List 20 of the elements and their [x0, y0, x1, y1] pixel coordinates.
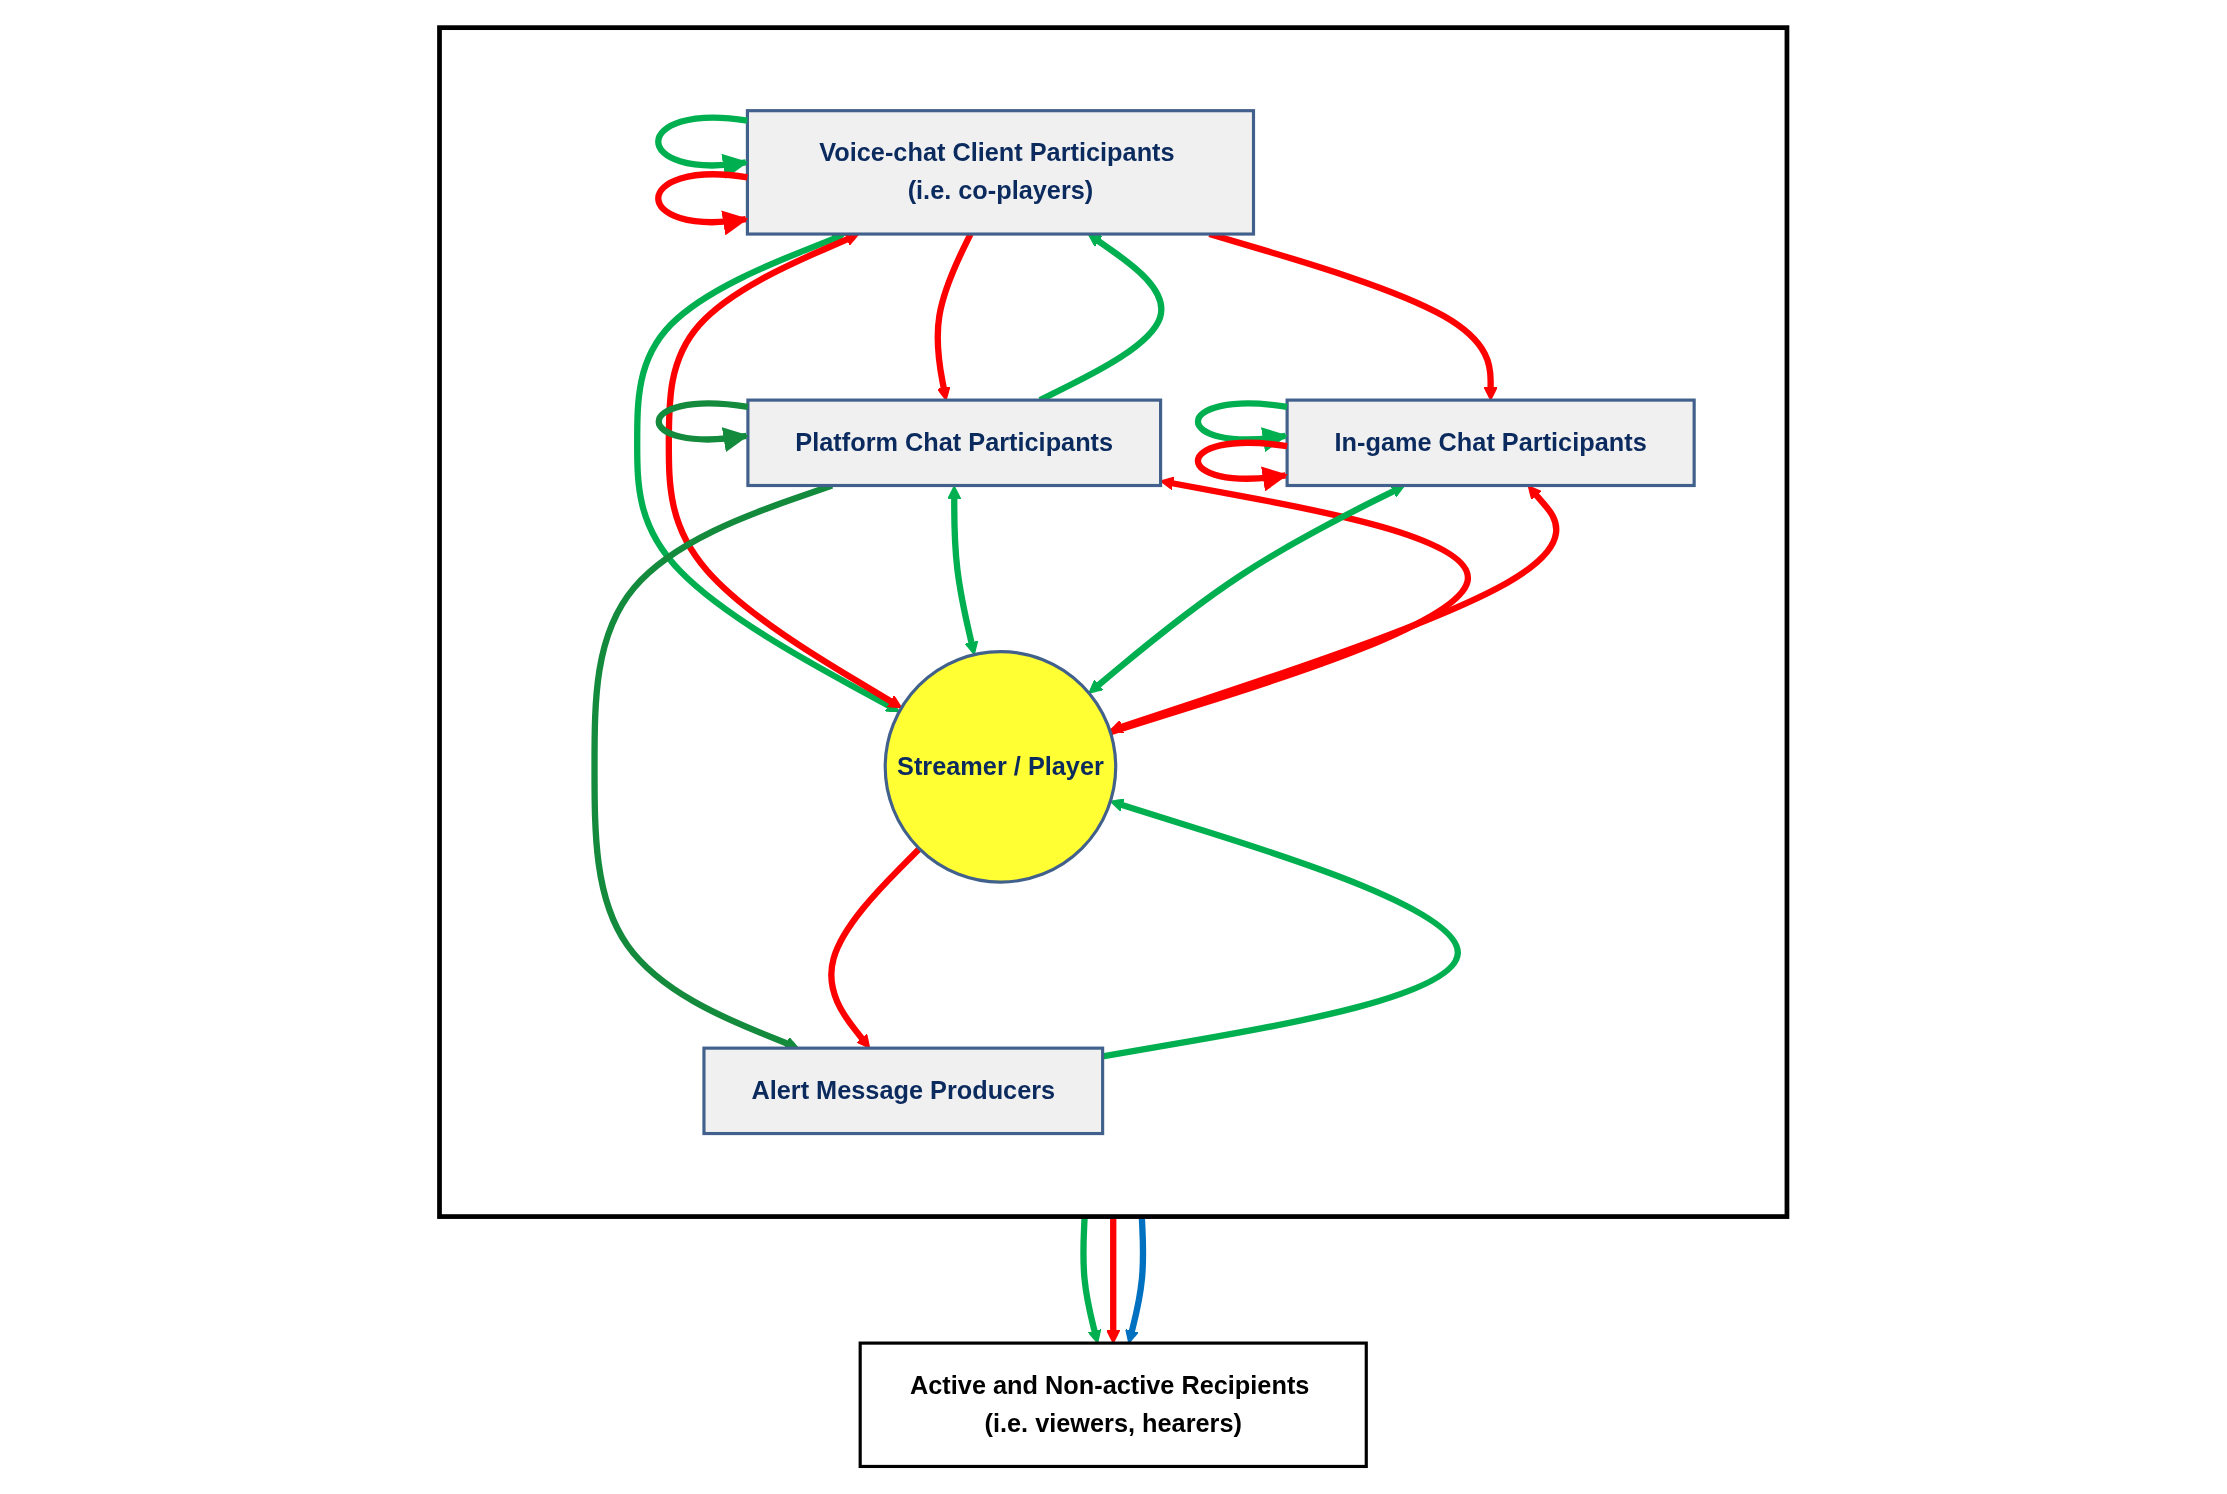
- node-box: In-game Chat Participants: [1285, 398, 1696, 488]
- loop-arrow: [655, 114, 749, 178]
- loop-arrow: [655, 171, 749, 235]
- node-circle: Streamer / Player: [883, 649, 1118, 884]
- arrow: [828, 846, 922, 1049]
- arrow: [947, 485, 979, 656]
- cluster: [437, 25, 1790, 1219]
- node-box: Voice-chat Client Participants (i.e. co-players): [746, 109, 1256, 236]
- arrow: [1080, 1216, 1102, 1344]
- node-box: Platform Chat Participants: [746, 398, 1163, 488]
- arrow: [1125, 1216, 1147, 1344]
- node-box: Alert Message Producers: [702, 1046, 1105, 1136]
- arrow: [1106, 1216, 1121, 1344]
- loop-arrow: [1195, 439, 1289, 491]
- arrow: [1088, 485, 1406, 694]
- arrow: [1109, 485, 1560, 734]
- loop-arrow: [656, 400, 750, 452]
- arrow: [1102, 798, 1462, 1060]
- node-box: Active and Non-active Recipients (i.e. viewers, hearers): [858, 1341, 1369, 1468]
- loop-arrow: [1195, 400, 1289, 452]
